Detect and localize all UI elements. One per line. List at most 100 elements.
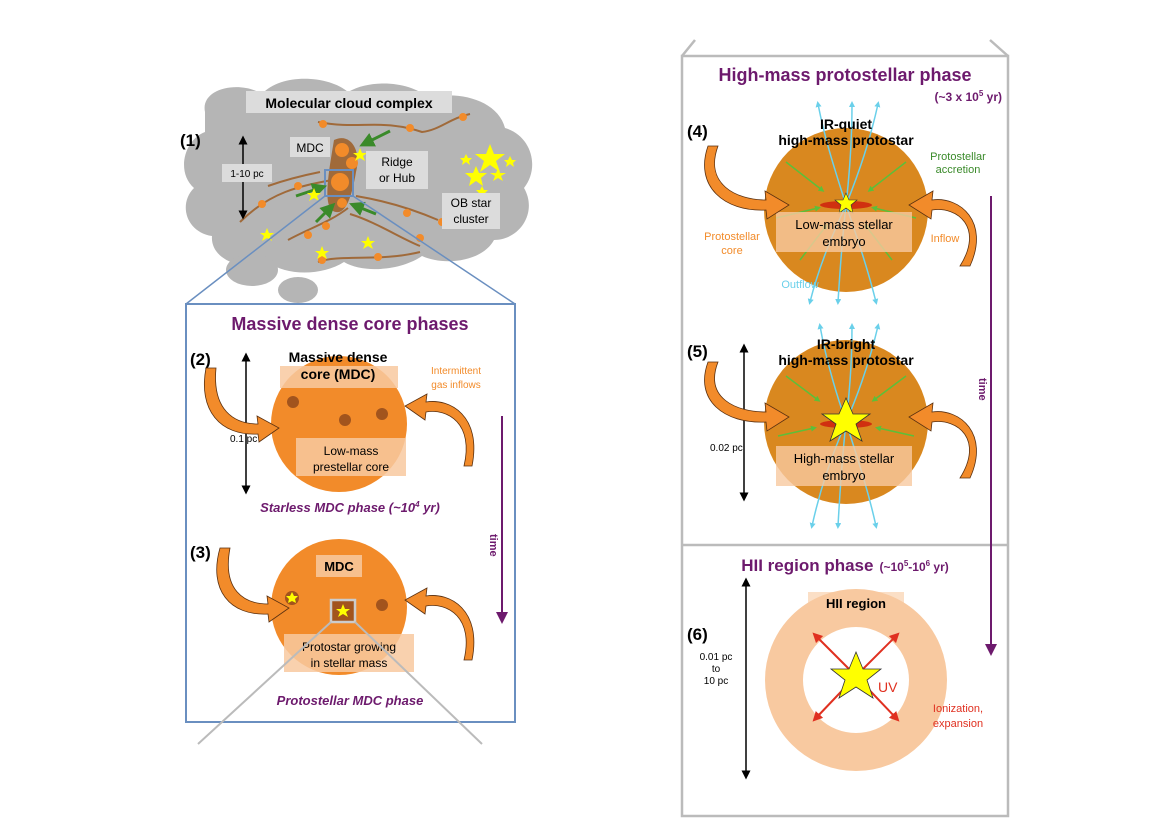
hii-phase-title: HII region phase (~105-106 yr) [741,556,949,575]
ir-bright-line1: IR-bright [817,336,876,352]
starless-phase-exponent: 4 [414,500,420,509]
protostar-line2: in stellar mass [311,656,388,670]
hii-title: HII region phase [741,556,873,575]
mdc-title-line1: Massive dense [289,349,388,365]
mdc-panel-title: Massive dense core phases [231,314,468,334]
lm-embryo-line2: embryo [822,234,865,249]
hii-time-exp1: 5 [904,559,909,568]
inflow-label-4: Inflow [931,233,960,245]
gas-inflow-arrows-2 [204,367,475,467]
uv-label: UV [878,679,898,695]
cloud-title-box [246,91,452,113]
accretion-line2: accretion [936,164,981,176]
zoom-line-left [185,195,326,305]
zoom-out-line-left [197,621,332,745]
prestellar-line2: prestellar core [313,460,389,474]
prestellar-line1: Low-mass [324,444,379,458]
gas-inflow-arrows-3 [216,547,475,661]
protostar-box [284,634,414,672]
hm-phase-time: (~3 x 105 yr) [934,89,1002,104]
scale-6-line2: to [712,664,721,675]
mdc-title-box [280,366,398,388]
ridge-hub [327,138,358,213]
step-1-label: (1) [180,131,201,150]
cloud-stars [260,148,375,259]
inflow-arrows-4 [704,145,977,267]
cloud-scale: 1-10 pc [230,169,263,180]
left-time-label: time [487,534,499,557]
starless-phase-text: Starless MDC phase (~10 [260,500,416,515]
ob-label-line1: OB star [451,196,492,210]
protostar-star-small [286,592,298,603]
starless-phase-label: Starless MDC phase (~104 yr) [260,500,440,515]
ridge-label-line1: Ridge [381,155,413,169]
hii-region-label: HII region [826,596,886,611]
ir-quiet-line2: high-mass protostar [778,132,914,148]
right-panel-top-right [989,39,1009,57]
hii-label-box [808,592,904,614]
hm-phase-title: High-mass protostellar phase [718,65,971,85]
outflow-label: Outflow [781,279,818,291]
ridge-label-box [366,151,428,189]
right-time-label: time [976,378,988,401]
prestellar-core-3 [376,599,388,611]
hm-time-exponent: 5 [979,89,984,98]
hm-time-pre: (~3 x 10 [934,90,979,104]
mdc-label-box [290,137,330,157]
inflow-arrows-5 [704,361,977,479]
hm-embryo-line2: embryo [822,468,865,483]
prestellar-box [296,438,406,476]
hii-time-mid: -10 [908,560,926,574]
step-3-label: (3) [190,543,211,562]
right-panel-top-left [681,39,696,57]
scale-5: 0.02 pc [710,443,743,454]
hii-time-exp2: 6 [926,559,931,568]
pcore-line2: core [721,245,742,257]
hii-star [829,650,883,699]
pcore-line1: Protostellar [704,231,760,243]
ob-label-line2: cluster [453,212,488,226]
protostar-star [336,604,350,617]
scale-6-line1: 0.01 pc [700,652,733,663]
step-6-label: (6) [687,625,708,644]
inflow-label-line2: gas inflows [431,380,480,391]
hii-time-post: yr) [930,560,949,574]
zoom-box [324,169,354,197]
zoom-out-line-right [354,621,483,745]
core-scale: 0.1 pc [230,434,257,445]
step-2-label: (2) [190,350,211,369]
protostellar-phase-label: Protostellar MDC phase [277,693,424,708]
ionization-line1: Ionization, [933,703,983,715]
mdc2-label: MDC [324,559,354,574]
ridge-label-line2: or Hub [379,171,415,185]
starless-phase-tail: yr) [420,500,440,515]
hm-time-post: yr) [983,90,1002,104]
lm-embryo-line1: Low-mass stellar [795,217,893,232]
inflow-label-line1: Intermittent [431,366,481,377]
ob-label-box [442,193,500,229]
hm-embryo-line1: High-mass stellar [794,451,895,466]
accretion-line1: Protostellar [930,151,986,163]
protostar-line1: Protostar growing [302,640,396,654]
embryo-star-4 [834,192,858,214]
ir-quiet-line1: IR-quiet [820,116,872,132]
mdc-title-line2: core (MDC) [301,366,376,382]
cloud-scale-box [222,164,272,182]
lm-embryo-box [776,212,912,252]
green-flow-arrows [295,129,391,224]
ir-bright-line2: high-mass protostar [778,352,914,368]
scale-6-line3: 10 pc [704,676,728,687]
hii-time-pre: (~10 [879,560,904,574]
prestellar-cores [287,396,388,426]
cloud-title: Molecular cloud complex [265,95,432,111]
zoom-line-right [352,195,516,305]
mdc2-box [316,555,362,577]
step-4-label: (4) [687,122,708,141]
mdc-label: MDC [296,141,324,155]
accretion-arrows-5 [777,375,915,437]
hm-embryo-box [776,446,912,486]
embryo-star-5 [820,397,872,442]
ionization-line2: expansion [933,718,983,730]
ob-star-cluster [460,144,516,197]
